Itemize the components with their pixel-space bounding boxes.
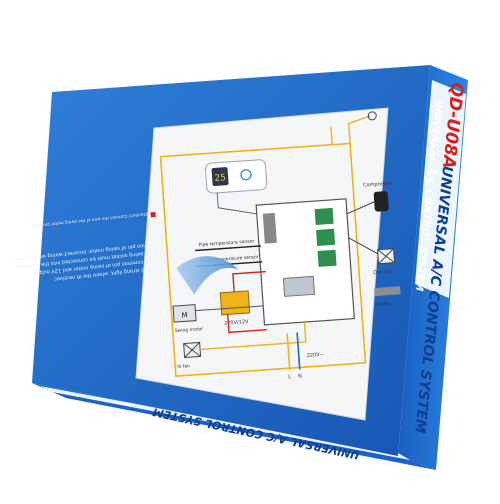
swing-wires xyxy=(195,305,264,312)
power-label: 220V~ xyxy=(307,352,325,359)
compressor-label: Compressor xyxy=(363,180,394,188)
power-wire-l xyxy=(286,333,291,371)
in-fan-wire xyxy=(200,322,307,351)
four-way-label: 4-Way xyxy=(375,301,391,308)
transformer-label: 220V/12V xyxy=(224,319,249,327)
out-fan-label: Out fan xyxy=(373,269,392,276)
top-switch-icon xyxy=(367,111,377,121)
wiring-diagram: 25 Pipe temperature sensor Room temperat… xyxy=(159,111,401,380)
swing-motor-letter: M xyxy=(181,311,188,319)
out-fan-cross-b xyxy=(378,248,394,265)
top-switch-wires xyxy=(330,115,371,145)
connector-strip xyxy=(262,212,277,244)
swing-motor-label: Swing motor xyxy=(175,326,204,334)
power-l-label: L xyxy=(288,374,291,380)
compressor-wire xyxy=(346,201,375,215)
diagram-outer-frame xyxy=(159,142,367,378)
transformer xyxy=(219,290,251,316)
compressor xyxy=(373,191,389,212)
in-fan-label: In fan xyxy=(177,363,190,370)
terminal-block xyxy=(282,275,316,297)
box-bottom-side-band xyxy=(40,386,410,460)
warning-triangle-icon xyxy=(150,211,156,218)
power-n-label: N xyxy=(298,373,302,379)
power-wire-n xyxy=(296,332,301,370)
airflow-swirl-icon xyxy=(176,256,239,295)
room-sensor-label: Room temperature sensor xyxy=(200,254,259,264)
pipe-sensor-label: Pipe temperature sensor xyxy=(199,238,255,248)
display-screen xyxy=(211,167,229,186)
in-fan-cross-b xyxy=(184,342,200,358)
box-right-side-band xyxy=(415,80,466,298)
transformer-wires xyxy=(227,270,267,334)
relay-3 xyxy=(317,249,337,267)
relay-1 xyxy=(314,207,334,226)
swing-motor xyxy=(172,304,197,323)
four-way-valve xyxy=(374,286,401,297)
pipe-sensor-wire xyxy=(195,245,262,252)
snowflake-icon xyxy=(240,169,252,181)
out-fan-wire xyxy=(348,237,379,255)
display-value: 25 xyxy=(214,173,226,184)
relay-2 xyxy=(316,228,336,246)
